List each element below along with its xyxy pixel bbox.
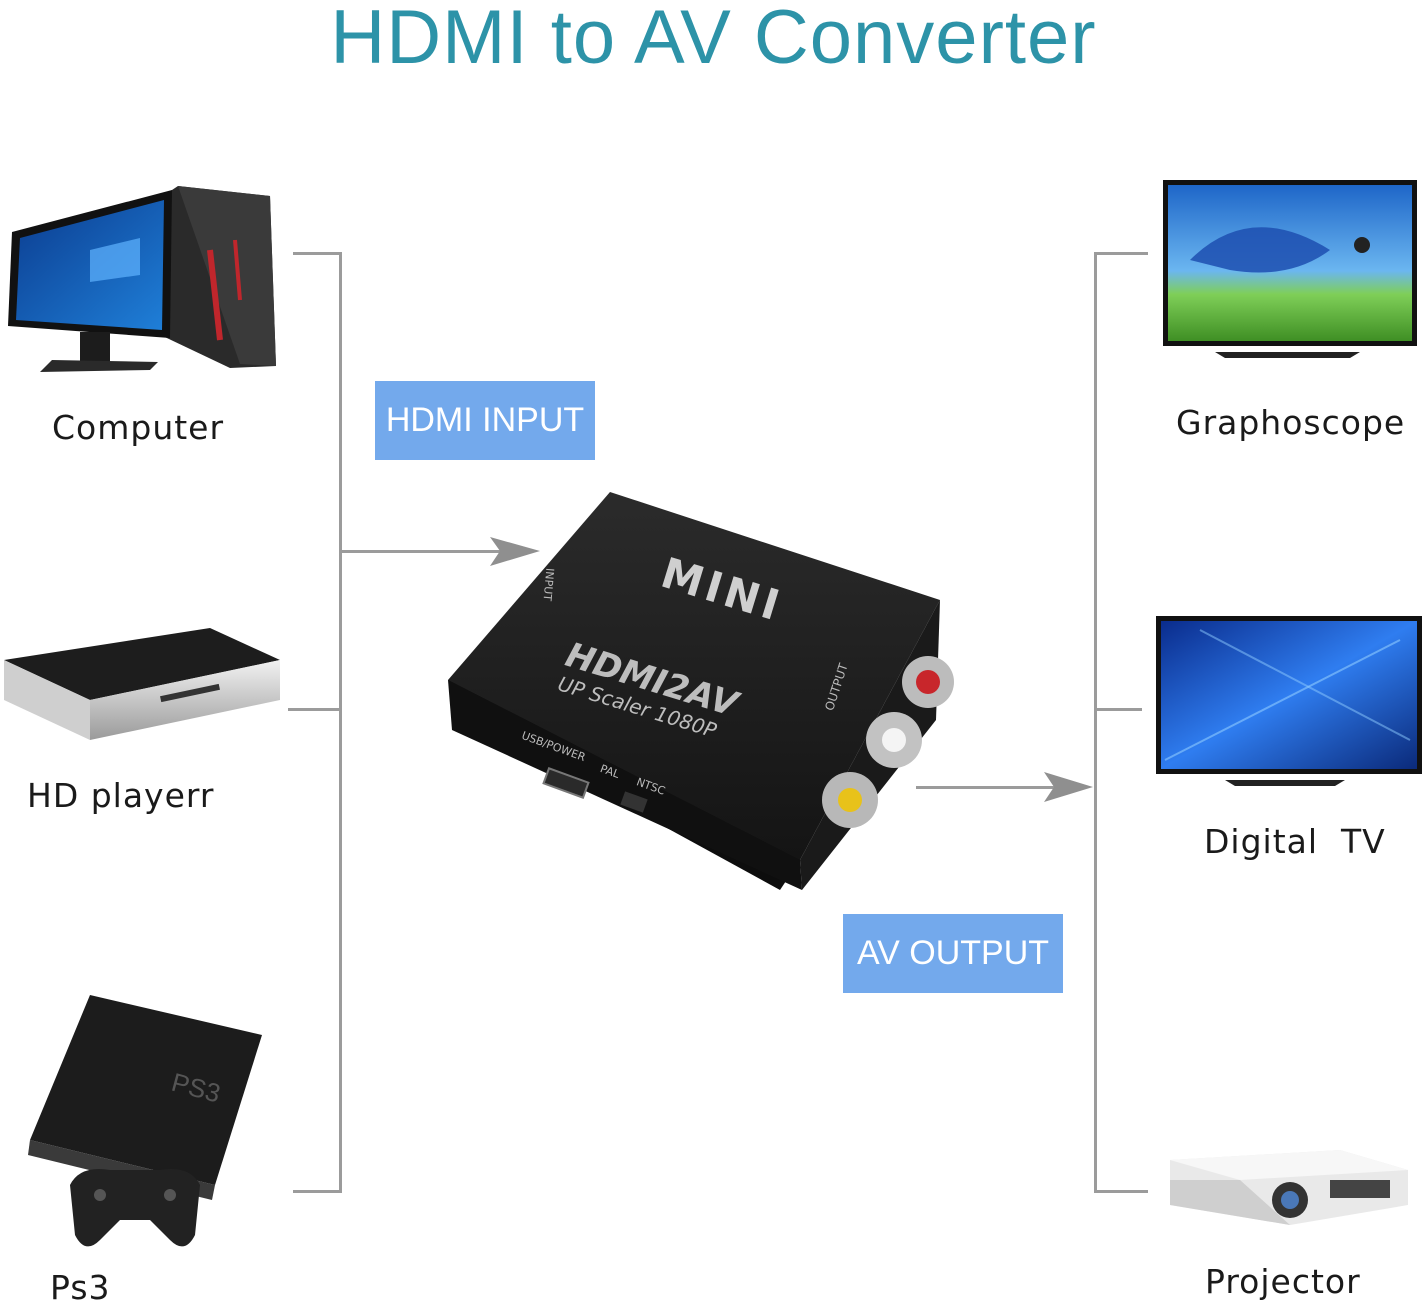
converter-device [448, 492, 954, 890]
output-label-graphoscope: Graphoscope [1176, 403, 1406, 442]
left-bracket-top [293, 252, 342, 255]
computer-icon [8, 186, 276, 372]
input-arrow-head [490, 537, 540, 566]
input-label-ps3: Ps3 [50, 1268, 111, 1307]
right-bracket-top [1094, 252, 1148, 255]
ps3-icon: PS3 [28, 995, 262, 1247]
input-arrow-line [342, 550, 502, 553]
right-bracket-vertical [1094, 253, 1097, 1191]
output-arrow-line [916, 786, 1056, 789]
output-label-digital-tv: Digital TV [1204, 822, 1386, 861]
hdmi-input-tag: HDMI INPUT [375, 381, 595, 460]
av-output-tag: AV OUTPUT [843, 914, 1063, 993]
hd-player-icon [4, 628, 280, 740]
left-bracket-vertical [339, 253, 342, 1191]
left-bracket-bottom [293, 1190, 342, 1193]
page-title: HDMI to AV Converter [330, 0, 1097, 80]
output-label-projector: Projector [1205, 1262, 1361, 1301]
right-bracket-middle [1094, 708, 1142, 711]
left-bracket-middle [288, 708, 342, 711]
tv-icon [1163, 180, 1417, 358]
input-label-computer: Computer [52, 408, 225, 447]
output-arrow-head [1044, 772, 1093, 802]
digital-tv-icon [1156, 616, 1422, 786]
projector-icon [1170, 1150, 1408, 1225]
input-label-hd-player: HD playerr [27, 776, 215, 815]
right-bracket-bottom [1094, 1190, 1148, 1193]
